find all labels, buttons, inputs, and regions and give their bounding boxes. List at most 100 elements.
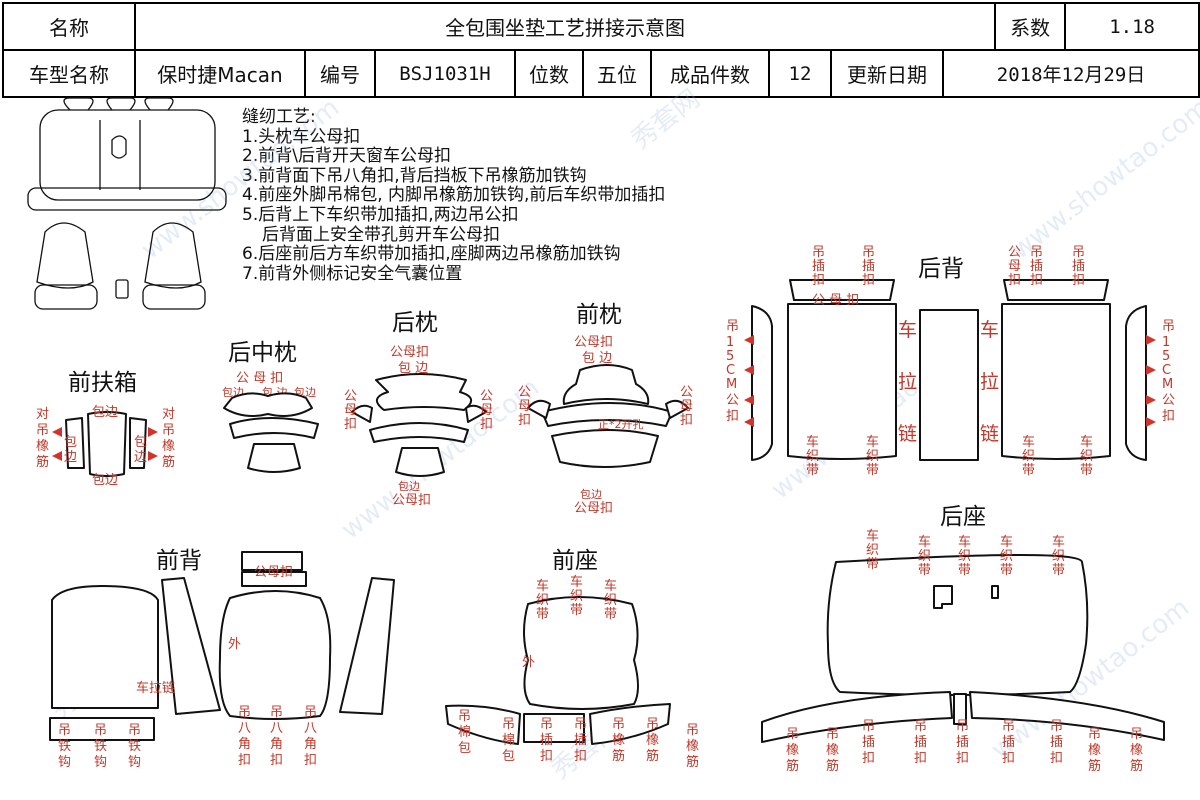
watermark-text: www.showtao.com: [1006, 93, 1200, 266]
front-back-side-strip: [161, 577, 221, 715]
strap-note: 车织带: [570, 574, 583, 618]
front-seat-right-flap: [589, 703, 671, 745]
process-step: 2.前背\后背开天窗车公母扣: [242, 146, 451, 167]
process-step: 6.后座前后方车织带加插扣,座脚两边吊橡筋加铁钩: [242, 244, 621, 265]
strap-note: 车织带: [1052, 534, 1065, 578]
headrest-side-left: [527, 399, 551, 419]
strap-note: 车织带: [866, 528, 879, 572]
watermark-text: www.showtao.com: [136, 93, 345, 266]
rear-back-center-panel: [919, 309, 979, 461]
rear-center-headrest-section: 后中枕 公 母 扣 包边 包 边 包边: [222, 340, 319, 473]
side-snap-note: 公母扣: [480, 389, 493, 432]
elastic-note: 吊橡筋: [826, 727, 839, 774]
arrow-icon: [1146, 335, 1156, 427]
headrest-front-panel: [551, 429, 659, 468]
date-value: 2018年12月29日: [941, 49, 1200, 98]
strap-note: 车织带: [918, 534, 931, 578]
rear-seat-main-panel: [826, 554, 1089, 696]
buckle-note: 吊插扣: [540, 717, 553, 764]
front-seat-left-flap: [445, 704, 521, 745]
front-armrest-section: 前扶箱 对吊橡筋 对吊橡筋 包边 包边 包边 包边: [36, 370, 175, 488]
arrow-icon: [148, 427, 158, 461]
front-back-main-panel: [218, 590, 332, 720]
strap-note: 车织带: [536, 578, 549, 622]
headrest-band: [541, 402, 673, 427]
section-title: 后中枕: [228, 340, 297, 366]
strap-note: 车织带: [1022, 434, 1035, 478]
rear-headrest-section: 后枕 公母扣 包 边 公母扣 公母扣 包边 公母扣: [344, 310, 493, 508]
cotton-note: 吊棉包: [458, 709, 471, 756]
headrest-side-right: [465, 404, 487, 423]
outside-note: 外: [522, 655, 535, 670]
rear-seat-bottom-flap-center: [953, 693, 967, 725]
armrest-top-panel: [87, 411, 127, 477]
front-back-panel: [51, 585, 159, 709]
arrow-icon: [744, 335, 754, 427]
seats-label: 位数: [514, 49, 584, 98]
right-elastic-note: 对吊橡筋: [162, 407, 175, 470]
front-back-section: 前背 公母扣 外 车拉链 吊铁钩 吊铁钩 吊铁钩 吊八角扣 吊八角扣 吊八角扣: [49, 548, 395, 770]
strap-note: 车织带: [1080, 434, 1093, 478]
front-back-top-flap2: [241, 571, 307, 587]
headrest-top-panel: [375, 373, 472, 411]
rear-back-right-side: [1125, 305, 1147, 461]
hang-buckle-note: 吊插扣: [1030, 245, 1043, 288]
model-label: 车型名称: [2, 49, 136, 98]
strap-note: 车织带: [866, 434, 879, 478]
process-step: 后背面上安全带孔剪开车公母扣: [262, 224, 500, 245]
elastic-note: 吊橡筋: [612, 717, 625, 764]
snap-hang-note: 公母扣: [1008, 245, 1021, 288]
strap-note: 车织带: [806, 434, 819, 478]
watermark-text: 秀套网: [626, 84, 706, 156]
front-headrest-section: 前枕 公母扣 包 边 公母扣 公母扣 正*2开孔 包边 公母扣: [518, 302, 693, 516]
front-seat-section: 前座 车织带 车织带 车织带 外 吊棉包 吊棉包 吊插扣 吊插扣 吊橡筋 吊橡筋…: [445, 548, 699, 770]
rear-seat-section: 后座 车织带 车织带 车织带 车织带 车织带 吊橡筋 吊橡筋 吊插扣 吊插扣 吊…: [761, 504, 1165, 774]
buckle-note: 吊插扣: [1050, 719, 1063, 766]
front-back-top-flap: [241, 551, 303, 571]
iron-hook-note: 吊铁钩: [128, 723, 141, 770]
process-step: 5.后背上下车织带加插扣,两边吊公扣: [242, 204, 519, 225]
edge-note: 包边: [92, 405, 118, 420]
rear-seat-slot: [991, 585, 999, 599]
front-seat-main-panel: [523, 596, 639, 710]
elastic-note: 吊橡筋: [686, 723, 699, 770]
edge-note: 包边: [134, 435, 147, 465]
edge-note: 包边: [398, 480, 420, 493]
edge-note: 包 边: [582, 351, 612, 366]
front-back-bottom-flap: [49, 717, 155, 741]
process-step: 7.前背外侧标记安全气囊位置: [242, 263, 463, 284]
snap-note: 公母扣: [390, 345, 429, 360]
pieces-label: 成品件数: [650, 49, 770, 98]
outside-note: 外: [228, 637, 241, 652]
strap-note: 车织带: [958, 534, 971, 578]
snap-note: 公母扣: [254, 565, 293, 580]
octagon-note: 吊八角扣: [238, 705, 251, 768]
left-elastic-note: 对吊橡筋: [36, 407, 49, 470]
octagon-note: 吊八角扣: [270, 705, 283, 768]
process-step: 4.前座外脚吊棉包, 内脚吊橡筋加铁钩,前后车织带加插扣: [242, 185, 666, 206]
edge-note: 包边: [64, 435, 77, 465]
hang-buckle-note: 吊插扣: [862, 245, 875, 288]
buckle-note: 吊插扣: [574, 717, 587, 764]
snap-note: 公母扣: [574, 501, 613, 516]
buckle-note: 吊插扣: [914, 719, 927, 766]
header-table: 名称 全包围坐垫工艺拼接示意图 系数 1.18 车型名称 保时捷Macan 编号…: [2, 2, 1200, 98]
sewing-process: 缝纫工艺: 1.头枕车公母扣 2.前背\后背开天窗车公母扣 3.前背面下吊八角扣…: [242, 107, 666, 284]
rear-back-right-flap: [1003, 279, 1109, 301]
headrest-side-right: [665, 399, 689, 419]
section-title: 后枕: [392, 310, 438, 336]
snap-note: 公母扣: [392, 493, 431, 508]
coef-label: 系数: [994, 2, 1067, 51]
rear-seat-bottom-flap-left: [761, 691, 953, 743]
document-title: 全包围坐垫工艺拼接示意图: [133, 2, 997, 51]
elastic-note: 吊橡筋: [1130, 727, 1143, 774]
section-title: 前扶箱: [68, 370, 137, 396]
code-label: 编号: [304, 49, 376, 98]
iron-hook-note: 吊铁钩: [94, 723, 107, 770]
section-title: 后座: [940, 504, 986, 530]
buckle-note: 吊插扣: [862, 719, 875, 766]
rear-back-right-panel: [1001, 303, 1111, 460]
snap-note: 公 母 扣: [812, 293, 859, 308]
